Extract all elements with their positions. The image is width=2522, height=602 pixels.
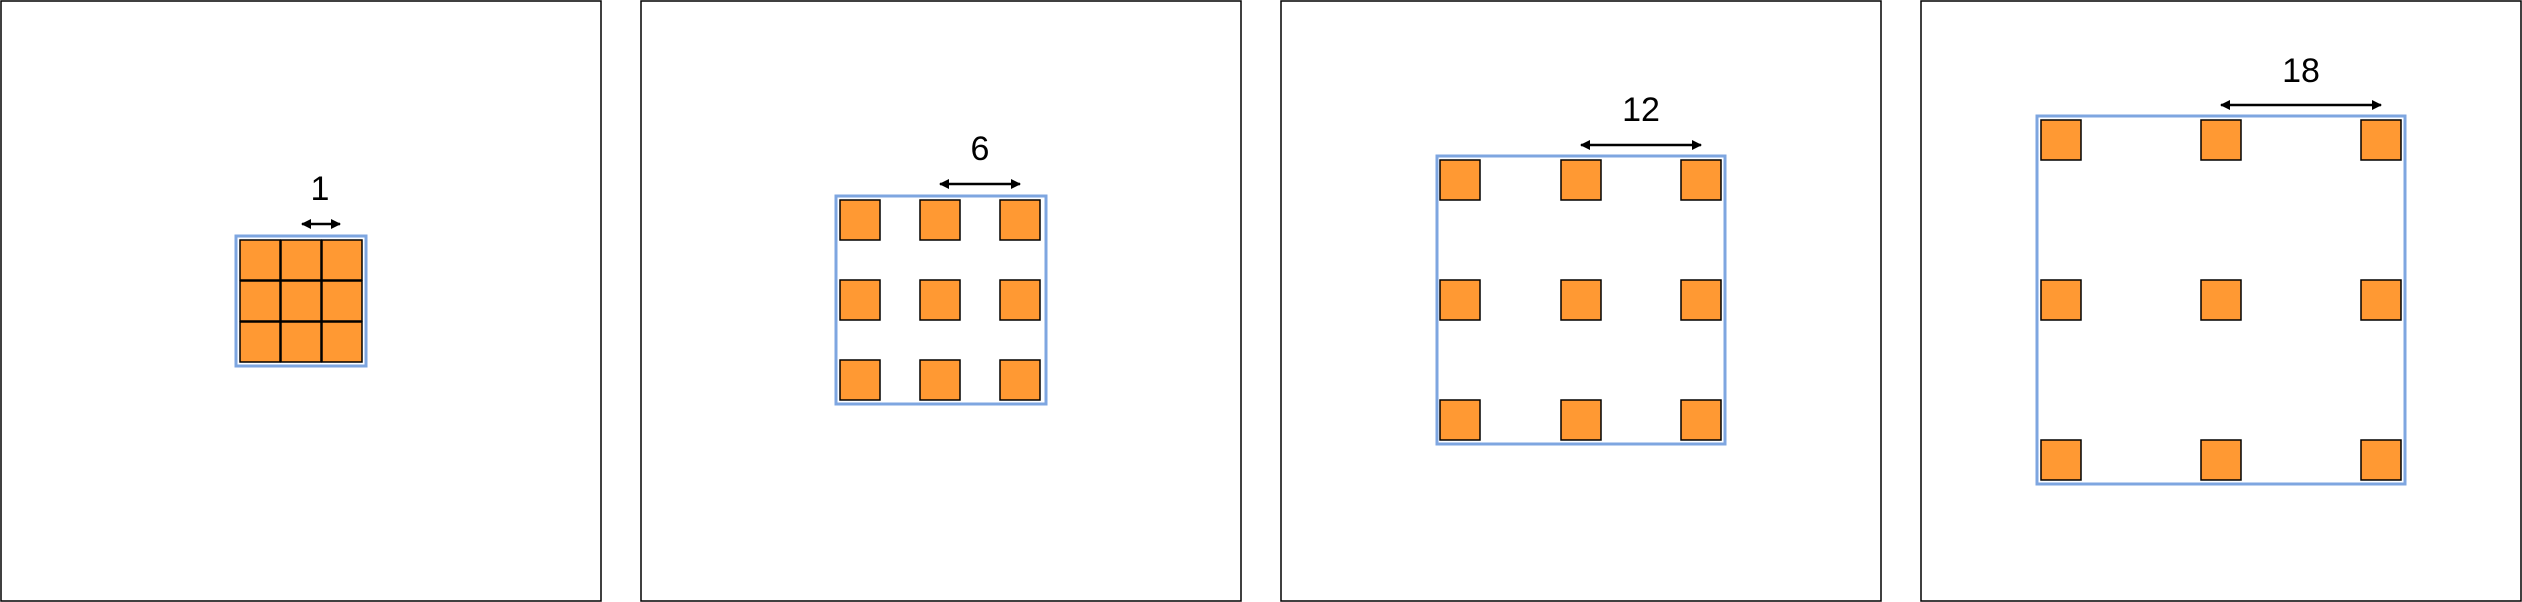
panel-4-frame xyxy=(2035,114,2407,486)
panel-3-dilation-label: 12 xyxy=(1622,91,1660,129)
panel-2-cell xyxy=(919,279,961,321)
panel-1-cell xyxy=(239,280,281,322)
panel-1-frame xyxy=(234,234,368,368)
panel-2-frame xyxy=(834,194,1048,406)
panel-3-cell xyxy=(1680,159,1722,201)
panel-4-cell xyxy=(2200,439,2242,481)
panel-1-cell xyxy=(239,239,281,281)
panel-2-cell xyxy=(999,359,1041,401)
panel-1-cell xyxy=(321,321,363,363)
panel-4-cell xyxy=(2360,439,2402,481)
panel-4: 18 xyxy=(1920,0,2522,602)
panel-3-kernel xyxy=(1435,154,1727,446)
panel-1-cell xyxy=(280,280,322,322)
panel-3-cell xyxy=(1560,399,1602,441)
panel-4-cell xyxy=(2360,119,2402,161)
panel-1: 1 xyxy=(0,0,602,602)
panel-2-cell xyxy=(839,359,881,401)
panel-3-frame xyxy=(1435,154,1727,446)
panel-3: 12 xyxy=(1280,0,1882,602)
panel-1-cell xyxy=(321,239,363,281)
panel-1-cell xyxy=(321,280,363,322)
panel-4-cell xyxy=(2360,279,2402,321)
panel-4-kernel xyxy=(2035,114,2407,486)
panel-3-cell xyxy=(1680,399,1722,441)
panel-4-cell xyxy=(2040,119,2082,161)
panel-4-cell xyxy=(2040,439,2082,481)
panel-3-cell xyxy=(1439,279,1481,321)
panel-1-cell xyxy=(280,239,322,281)
panel-1-cell xyxy=(239,321,281,363)
panel-3-cell xyxy=(1680,279,1722,321)
panel-2-cell xyxy=(839,279,881,321)
panel-1-kernel xyxy=(234,234,368,368)
panel-2: 6 xyxy=(640,0,1242,602)
panel-2-cell xyxy=(839,199,881,241)
panel-3-cell xyxy=(1439,159,1481,201)
panel-4-cell xyxy=(2200,119,2242,161)
panel-2-cell xyxy=(919,359,961,401)
panel-4-dilation-label: 18 xyxy=(2282,52,2320,90)
panel-3-cell xyxy=(1560,279,1602,321)
panel-4-cell xyxy=(2200,279,2242,321)
panel-3-cell xyxy=(1560,159,1602,201)
panel-2-cell xyxy=(999,199,1041,241)
panel-1-dilation-label: 1 xyxy=(311,170,330,208)
panel-3-cell xyxy=(1439,399,1481,441)
panel-2-kernel xyxy=(834,194,1048,406)
panel-2-dilation-label: 6 xyxy=(971,130,990,168)
panel-1-cell xyxy=(280,321,322,363)
panel-2-cell xyxy=(999,279,1041,321)
panel-4-cell xyxy=(2040,279,2082,321)
panel-2-cell xyxy=(919,199,961,241)
